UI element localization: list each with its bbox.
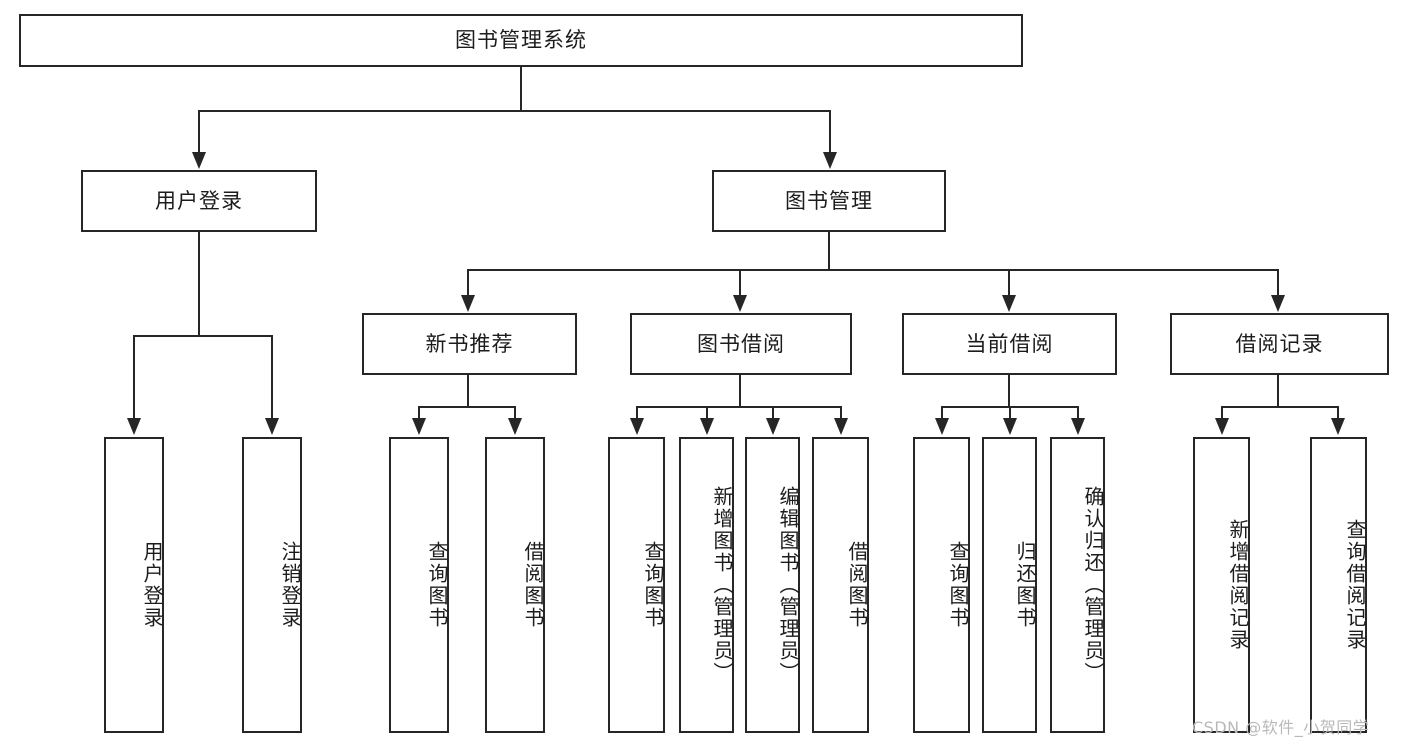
edge-borrow-record-split-bar <box>1222 406 1339 408</box>
leaf-label: 借阅图书 <box>521 541 545 629</box>
arrow-book-borrow-to-leaf-1 <box>630 418 644 435</box>
edge-borrow-record-to-leaf-2 <box>1337 406 1339 419</box>
edge-current-borrow-to-leaf-2 <box>1009 406 1011 419</box>
leaf-label: 注销登录 <box>278 541 302 629</box>
edge-root-to-user-login <box>198 110 200 154</box>
leaf-label: 查询图书 <box>425 541 449 629</box>
arrow-new-book-to-leaf-2 <box>508 418 522 435</box>
edge-borrow-record-to-leaf-1 <box>1221 406 1223 419</box>
arrow-book-borrow-to-leaf-4 <box>834 418 848 435</box>
node-label: 新书推荐 <box>425 331 514 356</box>
edge-new-book-stem <box>467 375 469 408</box>
arrow-current-borrow-to-leaf-2 <box>1003 418 1017 435</box>
edge-user-login-split-bar <box>134 335 273 337</box>
leaf-label: 查询借阅记录 <box>1343 519 1367 651</box>
edge-current-borrow-to-leaf-1 <box>941 406 943 419</box>
leaf-label: 查询图书 <box>946 541 970 629</box>
edge-new-book-to-leaf-1 <box>418 406 420 419</box>
arrow-borrow-record-to-leaf-2 <box>1331 418 1345 435</box>
leaf-label: 确认归还（管理员） <box>1081 486 1105 684</box>
node-label: 用户登录 <box>155 188 243 213</box>
edge-book-borrow-to-leaf-4 <box>840 406 842 419</box>
leaf-book-borrow-edit-book-admin[interactable]: 编辑图书（管理员） <box>745 437 800 733</box>
leaf-current-borrow-query-book[interactable]: 查询图书 <box>913 437 970 733</box>
leaf-book-borrow-borrow-book[interactable]: 借阅图书 <box>812 437 869 733</box>
leaf-borrow-record-query-record[interactable]: 查询借阅记录 <box>1310 437 1367 733</box>
leaf-label: 用户登录 <box>140 541 164 629</box>
arrow-current-borrow-to-leaf-3 <box>1071 418 1085 435</box>
edge-borrow-record-stem <box>1277 375 1279 408</box>
edge-book-borrow-to-leaf-1 <box>636 406 638 419</box>
leaf-borrow-record-add-record[interactable]: 新增借阅记录 <box>1193 437 1250 733</box>
leaf-book-borrow-add-book-admin[interactable]: 新增图书（管理员） <box>679 437 734 733</box>
edge-new-book-split-bar <box>419 406 516 408</box>
arrow-book-management-to-current-borrow <box>1002 295 1016 312</box>
arrow-user-login-to-leaf-2 <box>265 418 279 435</box>
leaf-label: 新增图书（管理员） <box>710 486 734 684</box>
edge-user-login-stem <box>198 232 200 336</box>
arrow-book-management-to-new-book <box>461 295 475 312</box>
edge-root-to-book-management <box>829 110 831 154</box>
edge-book-management-to-book-borrow <box>739 269 741 297</box>
edge-book-management-to-current-borrow <box>1008 269 1010 297</box>
arrow-book-borrow-to-leaf-2 <box>700 418 714 435</box>
edge-book-borrow-stem <box>739 375 741 408</box>
node-label: 当前借阅 <box>965 331 1054 356</box>
arrow-new-book-to-leaf-1 <box>412 418 426 435</box>
arrow-book-borrow-to-leaf-3 <box>766 418 780 435</box>
node-current-borrow[interactable]: 当前借阅 <box>902 313 1117 375</box>
edge-current-borrow-to-leaf-3 <box>1077 406 1079 419</box>
edge-book-management-to-new-book <box>467 269 469 297</box>
arrow-book-management-to-book-borrow <box>733 295 747 312</box>
node-label: 图书管理 <box>785 188 873 213</box>
leaf-label: 借阅图书 <box>845 541 869 629</box>
arrow-book-management-to-borrow-record <box>1271 295 1285 312</box>
edge-new-book-to-leaf-2 <box>514 406 516 419</box>
arrow-root-to-user-login <box>192 152 206 169</box>
leaf-user-login-login[interactable]: 用户登录 <box>104 437 164 733</box>
leaf-current-borrow-return-book[interactable]: 归还图书 <box>982 437 1037 733</box>
leaf-label: 新增借阅记录 <box>1226 519 1250 651</box>
edge-book-borrow-to-leaf-3 <box>772 406 774 419</box>
leaf-new-book-query-book[interactable]: 查询图书 <box>389 437 449 733</box>
leaf-book-borrow-query-book[interactable]: 查询图书 <box>608 437 665 733</box>
edge-book-management-stem <box>828 232 830 271</box>
edge-current-borrow-stem <box>1008 375 1010 408</box>
leaf-new-book-borrow-book[interactable]: 借阅图书 <box>485 437 545 733</box>
edge-book-management-to-borrow-record <box>1277 269 1279 297</box>
leaf-label: 查询图书 <box>641 541 665 629</box>
leaf-label: 归还图书 <box>1013 541 1037 629</box>
arrow-user-login-to-leaf-1 <box>127 418 141 435</box>
edge-root-split-bar <box>199 110 831 112</box>
edge-book-management-split-bar <box>468 269 1279 271</box>
leaf-current-borrow-confirm-return-admin[interactable]: 确认归还（管理员） <box>1050 437 1105 733</box>
edge-user-login-to-leaf-2 <box>271 335 273 419</box>
edge-book-borrow-split-bar <box>637 406 842 408</box>
arrow-current-borrow-to-leaf-1 <box>935 418 949 435</box>
edge-user-login-to-leaf-1 <box>133 335 135 419</box>
arrow-borrow-record-to-leaf-1 <box>1215 418 1229 435</box>
node-label: 图书借阅 <box>697 331 785 356</box>
watermark-text: CSDN @软件_小贺同学 <box>1192 718 1370 737</box>
node-new-book-recommend[interactable]: 新书推荐 <box>362 313 577 375</box>
edge-root-stem <box>520 67 522 111</box>
arrow-root-to-book-management <box>823 152 837 169</box>
leaf-user-login-logout[interactable]: 注销登录 <box>242 437 302 733</box>
node-borrow-record[interactable]: 借阅记录 <box>1170 313 1389 375</box>
leaf-label: 编辑图书（管理员） <box>776 486 800 684</box>
node-user-login[interactable]: 用户登录 <box>81 170 317 232</box>
edge-book-borrow-to-leaf-2 <box>706 406 708 419</box>
node-book-management[interactable]: 图书管理 <box>712 170 946 232</box>
node-book-borrow[interactable]: 图书借阅 <box>630 313 852 375</box>
node-label: 图书管理系统 <box>455 28 587 53</box>
node-root-library-management-system[interactable]: 图书管理系统 <box>19 14 1023 67</box>
node-label: 借阅记录 <box>1235 331 1324 356</box>
